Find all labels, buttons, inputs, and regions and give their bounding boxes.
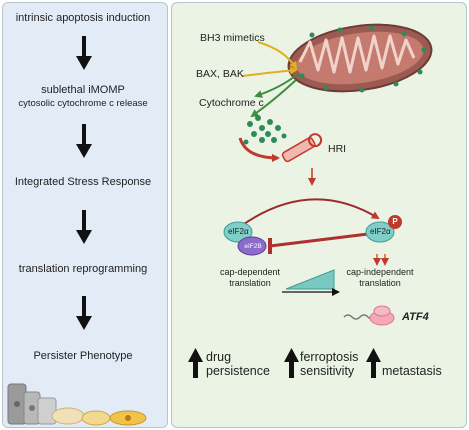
eif2a-eif2b-complex-left xyxy=(223,221,267,256)
outcome-up-arrows xyxy=(188,348,381,378)
label-cytochrome-c: Cytochrome c xyxy=(199,97,264,109)
label-cap-independent-translation: translation xyxy=(359,278,401,288)
hri-kinase-icon xyxy=(281,133,323,163)
up-arrow-metastasis xyxy=(366,348,381,378)
left-flow-arrows xyxy=(76,36,92,330)
outcome-drug-persistence: persistence xyxy=(206,364,270,378)
persister-cells-illustration xyxy=(7,383,147,426)
inhibition-line xyxy=(269,232,369,248)
arrow-cytc-release-1 xyxy=(254,73,299,98)
label-atf4: ATF4 xyxy=(402,311,429,323)
outcome-ferroptosis: ferroptosis xyxy=(300,350,359,364)
cell-yellow-2 xyxy=(81,410,111,426)
arrow-bh3-to-mito xyxy=(257,41,298,70)
step-integrated-stress-response: Integrated Stress Response xyxy=(14,176,152,188)
outcome-ferroptosis-sensitivity: sensitivity xyxy=(300,364,355,378)
label-phospho: P xyxy=(392,217,398,226)
up-down-red-arrows xyxy=(373,254,389,266)
label-cap-independent: cap-independent xyxy=(346,267,414,277)
step-sublethal-imomp: sublethal iMOMP xyxy=(41,84,125,96)
arrow-down-2 xyxy=(76,124,92,158)
atf4-mrna-ribosome xyxy=(343,305,395,326)
label-bh3-mimetics: BH3 mimetics xyxy=(200,32,265,44)
label-hri: HRI xyxy=(328,143,347,155)
label-eif2a-left: eIF2α xyxy=(228,227,249,236)
cell-gray-3 xyxy=(37,397,57,425)
arrow-down-4 xyxy=(76,296,92,330)
arrow-bax-to-mito xyxy=(241,66,298,77)
mitochondrion-icon xyxy=(287,23,433,93)
step-cytochrome-release: cytosolic cytochrome c release xyxy=(18,98,148,109)
step-persister-phenotype: Persister Phenotype xyxy=(33,350,133,362)
cytochrome-c-dots xyxy=(243,115,287,145)
arrow-down-3 xyxy=(76,210,92,244)
outcome-drug: drug xyxy=(206,350,232,364)
step-translation-reprogramming: translation reprogramming xyxy=(18,263,148,275)
eif2a-phospho-right xyxy=(365,215,402,243)
arrow-down-1 xyxy=(76,36,92,70)
label-eif2a-right: eIF2α xyxy=(370,227,391,236)
label-cap-dependent-translation: translation xyxy=(229,278,271,288)
step-intrinsic-apoptosis: intrinsic apoptosis induction xyxy=(15,12,151,24)
up-arrow-drug xyxy=(188,348,203,378)
outcome-metastasis: metastasis xyxy=(382,364,442,378)
label-bax-bak: BAX, BAK xyxy=(196,68,244,80)
label-eif2b: eIF2B xyxy=(244,243,262,250)
arrow-cytc-release-2 xyxy=(250,79,297,118)
arrow-cytc-to-hri xyxy=(238,137,280,162)
cell-yellow-1 xyxy=(51,407,85,425)
up-arrow-ferroptosis xyxy=(284,348,299,378)
label-cap-dependent: cap-dependent xyxy=(219,267,281,277)
arrow-phosphorylation xyxy=(243,198,380,225)
translation-ramp xyxy=(285,269,335,290)
